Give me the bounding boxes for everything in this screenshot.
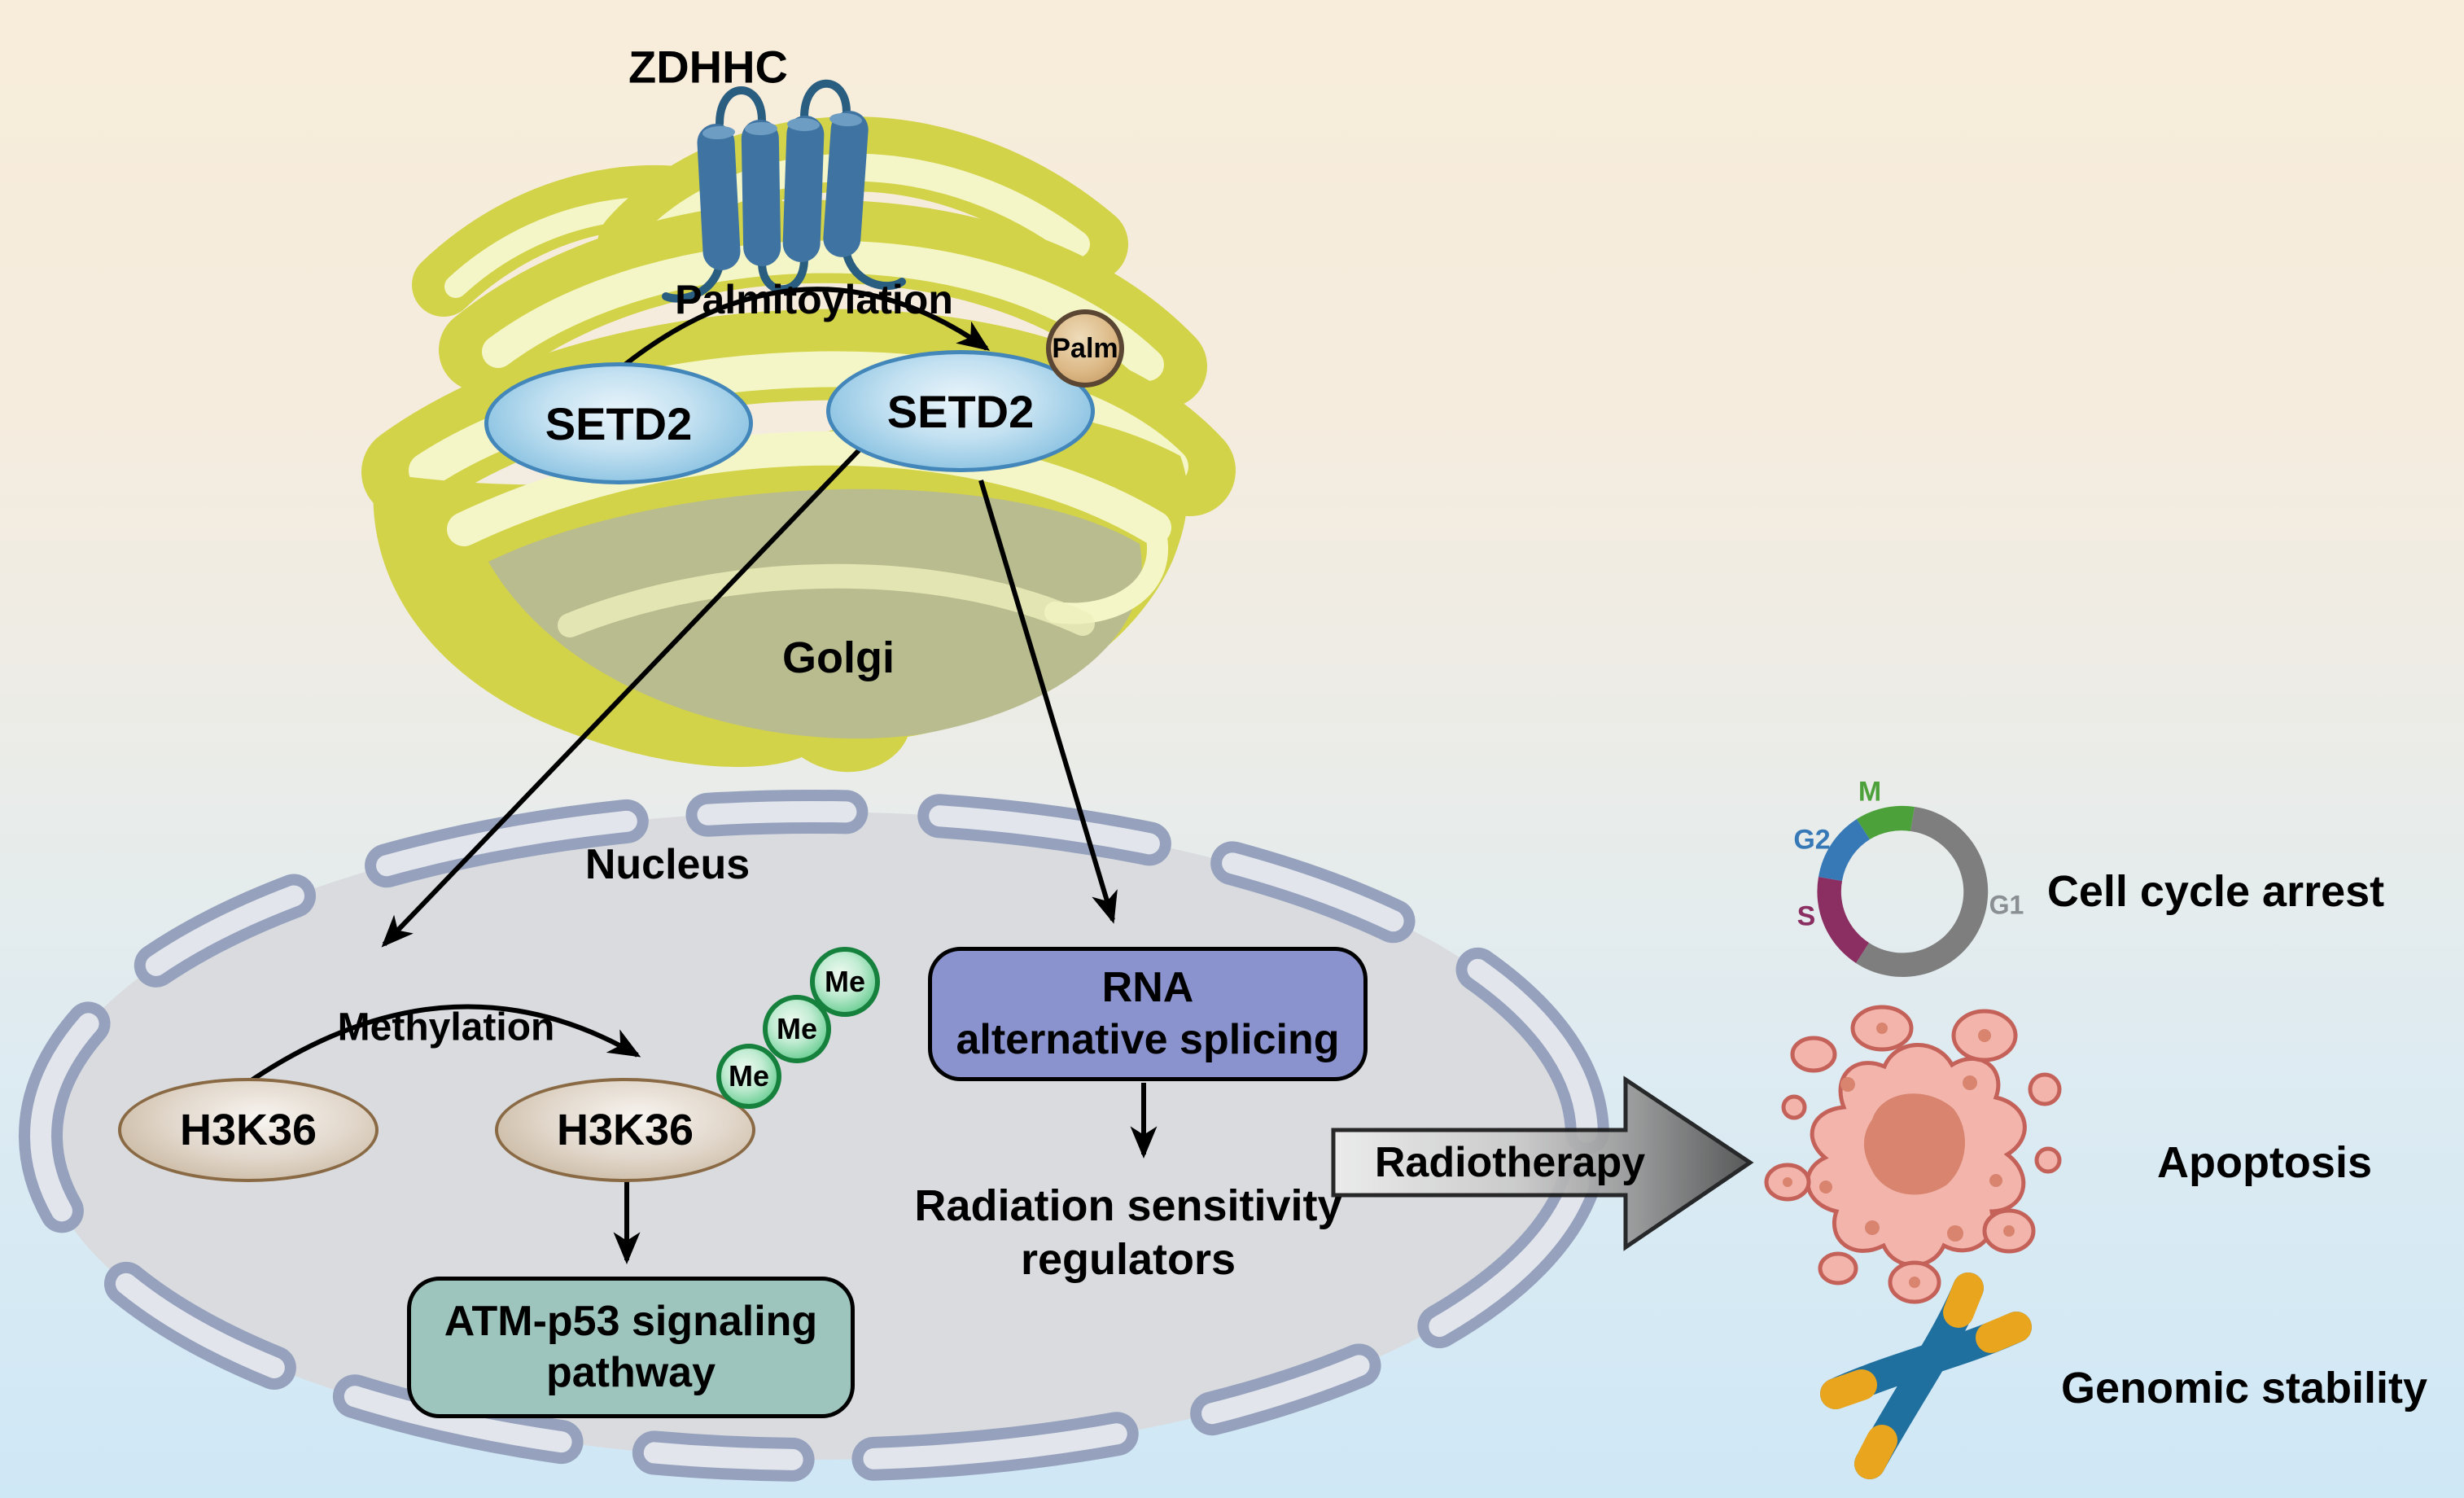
methylation-arrow	[234, 1004, 641, 1093]
nucleus-label: Nucleus	[584, 841, 751, 888]
atm-box-line1: ATM-p53 signaling	[444, 1297, 818, 1345]
atm-p53-pathway-box: ATM-p53 signaling pathway	[407, 1277, 855, 1418]
golgi-to-splicing-arrow	[978, 480, 1118, 924]
zdhhc-transmembrane-icon	[662, 79, 906, 303]
setd2-right-label: SETD2	[886, 385, 1035, 437]
rna-box-line1: RNA	[1101, 964, 1194, 1012]
methyl-group-1: Me	[716, 1044, 781, 1109]
phase-s-label: S	[1797, 900, 1816, 932]
palmitoylation-arrow	[621, 287, 991, 369]
zdhhc-label: ZDHHC	[628, 41, 788, 93]
genomic-stability-label: Genomic stability	[2060, 1364, 2428, 1413]
h3k36-right-label: H3K36	[556, 1106, 694, 1154]
cell-cycle-ring-icon	[1817, 805, 1989, 977]
golgi-to-nucleus-arrow	[381, 444, 865, 948]
radiotherapy-arrow	[1331, 1075, 1754, 1251]
golgi-label: Golgi	[782, 633, 895, 682]
palm-modification-badge: Palm	[1046, 309, 1124, 388]
setd2-left-label: SETD2	[545, 397, 693, 449]
me3-label: Me	[824, 965, 865, 998]
atm-box-line2: pathway	[545, 1349, 716, 1396]
chromosome-icon	[1820, 1272, 2032, 1479]
rna-box-line2: alternative splicing	[956, 1015, 1340, 1063]
radiation-sensitivity-text: Radiation sensitivity regulators	[914, 1180, 1341, 1287]
palm-label: Palm	[1052, 332, 1118, 364]
methyl-group-2: Me	[763, 995, 831, 1063]
h3k36-left-ellipse: H3K36	[118, 1078, 379, 1182]
me1-label: Me	[728, 1059, 769, 1093]
cell-cycle-arrest-label: Cell cycle arrest	[2046, 867, 2385, 916]
methyl-group-3: Me	[810, 947, 880, 1017]
phase-m-label: M	[1858, 776, 1882, 808]
rna-alternative-splicing-box: RNA alternative splicing	[928, 947, 1368, 1081]
apoptosis-cell-icon	[1764, 1005, 2062, 1304]
setd2-left-ellipse: SETD2	[484, 362, 753, 484]
setd2-right-ellipse: SETD2	[826, 350, 1095, 472]
apoptosis-label: Apoptosis	[2157, 1138, 2372, 1187]
me2-label: Me	[776, 1012, 817, 1045]
h3k36-left-label: H3K36	[179, 1106, 317, 1154]
radiation-line1: Radiation sensitivity	[914, 1181, 1342, 1231]
radiation-line2: regulators	[1020, 1235, 1236, 1284]
palmitoylation-label: Palmitoylation	[675, 277, 953, 322]
methylation-label: Methylation	[337, 1005, 555, 1049]
phase-g2-label: G2	[1793, 824, 1831, 856]
radiotherapy-label: Radiotherapy	[1374, 1139, 1646, 1186]
phase-g1-label: G1	[1989, 890, 2024, 920]
h3k36-right-ellipse: H3K36	[495, 1078, 755, 1182]
